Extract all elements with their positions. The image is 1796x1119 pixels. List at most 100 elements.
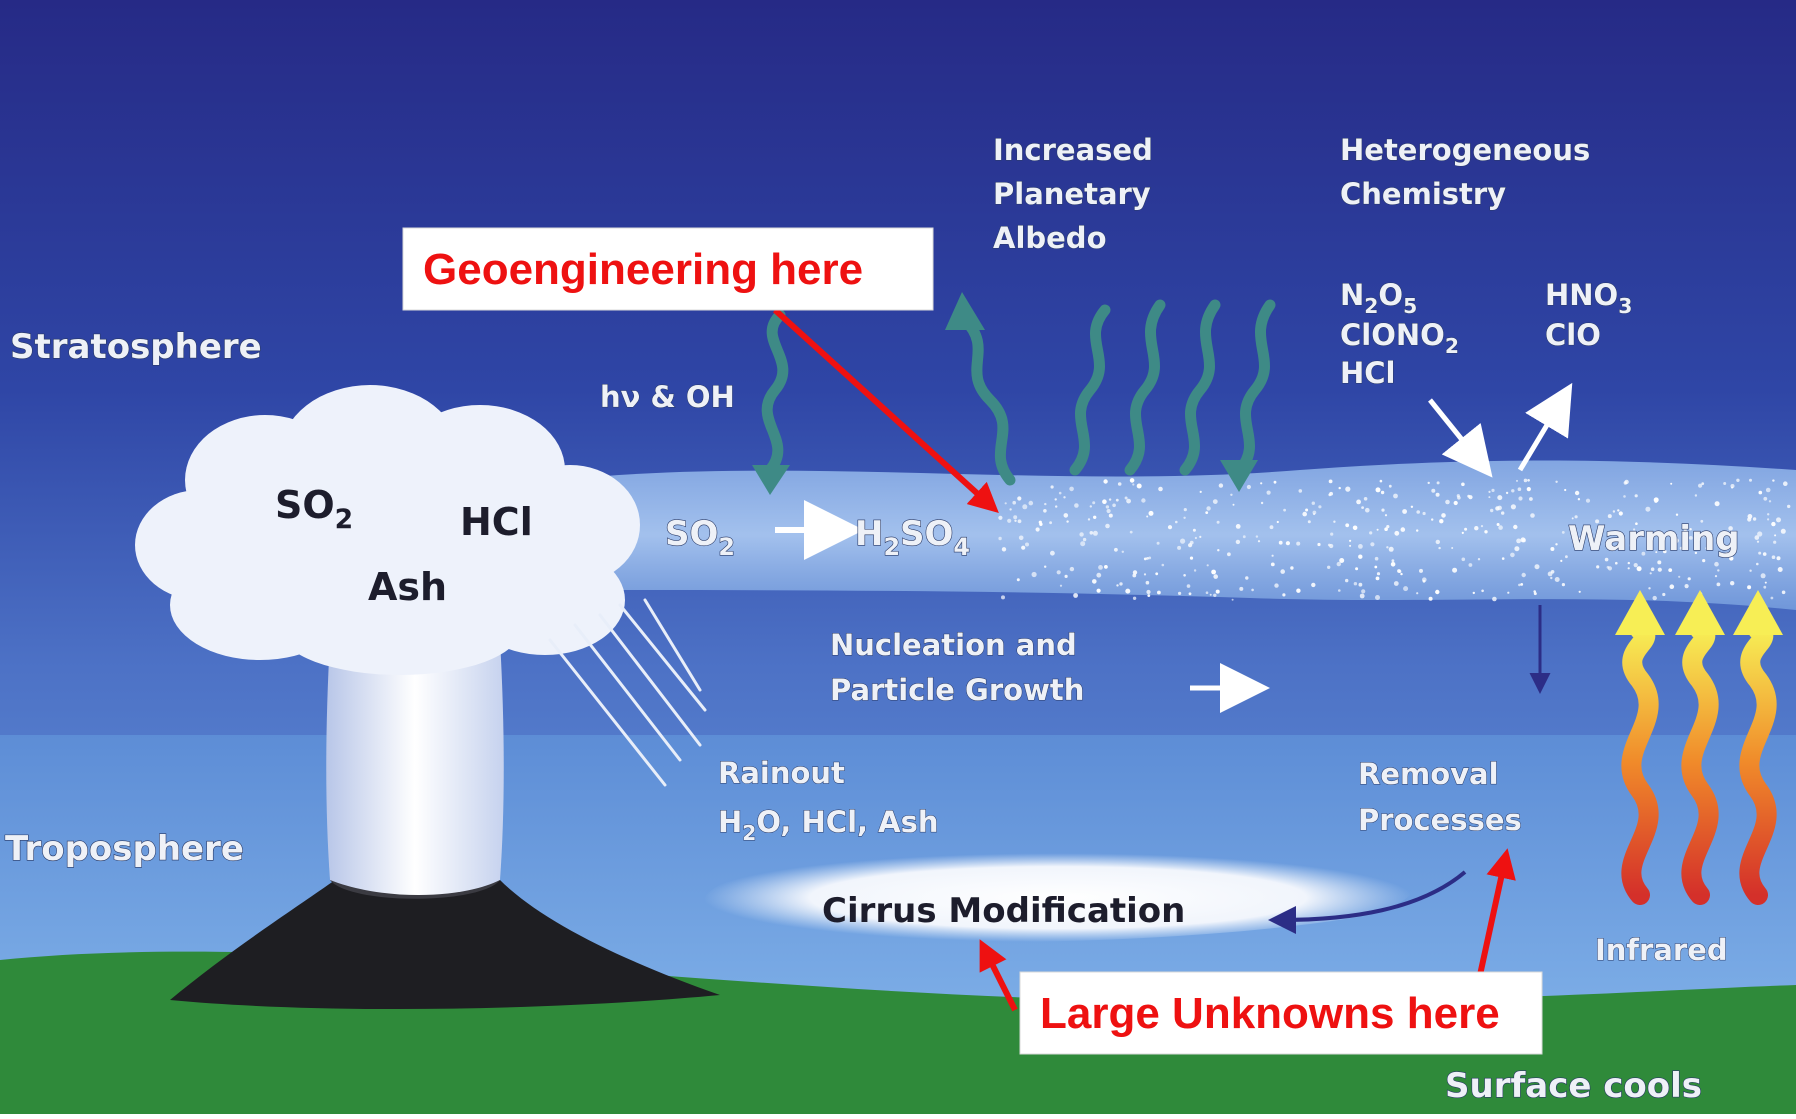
- aerosol-particle: [1670, 482, 1673, 485]
- aerosol-particle: [1683, 528, 1687, 532]
- aerosol-particle: [1511, 489, 1515, 493]
- aerosol-particle: [1311, 582, 1316, 588]
- aerosol-particle: [1353, 582, 1358, 586]
- aerosol-particle: [1516, 479, 1518, 482]
- aerosol-particle: [1105, 523, 1110, 529]
- aerosol-particle: [1701, 534, 1705, 538]
- aerosol-particle: [1312, 510, 1317, 515]
- aerosol-particle: [1754, 535, 1760, 540]
- aerosol-layer: [560, 460, 1796, 610]
- aerosol-particle: [1730, 484, 1735, 488]
- aerosol-particle: [1728, 526, 1733, 531]
- aerosol-particle: [1014, 519, 1017, 522]
- aerosol-particle: [1561, 531, 1565, 534]
- aerosol-particle: [1121, 550, 1125, 553]
- aerosol-particle: [1781, 590, 1786, 595]
- geoengineering-callout-text: Geoengineering here: [423, 245, 863, 294]
- aerosol-particle: [1662, 592, 1666, 597]
- aerosol-particle: [1441, 513, 1446, 518]
- geoengineering-arrow: [772, 307, 999, 514]
- aerosol-particle: [1474, 526, 1479, 531]
- aerosol-particle: [1627, 567, 1630, 570]
- aerosol-particle: [1521, 572, 1526, 578]
- removal-line2: Processes: [1358, 803, 1522, 837]
- aerosol-particle: [1518, 496, 1523, 501]
- aerosol-particle: [1022, 504, 1028, 510]
- aerosol-particle: [1612, 510, 1616, 513]
- aerosol-particle: [1636, 566, 1642, 572]
- aerosol-particle: [1143, 573, 1147, 576]
- aerosol-particle: [1349, 544, 1352, 547]
- aerosol-particle: [1146, 589, 1151, 595]
- aerosol-particle: [1361, 506, 1364, 509]
- aerosol-particle: [1146, 515, 1149, 518]
- n2o5-label: N2O5: [1340, 278, 1417, 318]
- aerosol-particle: [1776, 556, 1781, 561]
- aerosol-particle: [1257, 540, 1261, 543]
- aerosol-particle: [1736, 478, 1740, 482]
- aerosol-particle: [1701, 482, 1705, 485]
- aerosol-particles: [998, 478, 1791, 602]
- aerosol-particle: [1307, 520, 1311, 524]
- aerosol-particle: [1477, 558, 1481, 561]
- aerosol-particle: [1082, 537, 1087, 542]
- aerosol-particle: [1565, 555, 1568, 559]
- aerosol-particle: [1092, 501, 1096, 505]
- warming-label: Warming: [1568, 519, 1740, 559]
- aerosol-particle: [1749, 569, 1752, 572]
- aerosol-particle: [1049, 521, 1052, 525]
- geoengineering-callout: Geoengineering here: [402, 227, 934, 311]
- aerosol-particle: [1757, 531, 1763, 537]
- aerosol-particle: [1678, 575, 1681, 578]
- aerosol-particle: [1758, 551, 1762, 555]
- aerosol-particle: [1384, 527, 1388, 531]
- unknowns-callout: Large Unknowns here: [1019, 971, 1543, 1055]
- aerosol-particle: [1280, 569, 1285, 574]
- aerosol-particle: [1044, 565, 1047, 568]
- aerosol-particle: [1274, 583, 1279, 588]
- aerosol-particle: [1496, 523, 1500, 526]
- aerosol-particle: [1561, 583, 1565, 587]
- aerosol-particle: [1461, 557, 1466, 562]
- aerosol-particle: [1302, 511, 1307, 517]
- aerosol-particle: [1296, 588, 1301, 593]
- aerosol-particle: [1402, 509, 1407, 514]
- aerosol-particle: [1087, 518, 1091, 521]
- aerosol-particle: [1650, 567, 1655, 571]
- aerosol-particle: [1505, 491, 1509, 495]
- aerosol-particle: [1352, 525, 1358, 531]
- aerosol-particle: [1394, 530, 1400, 536]
- aerosol-particle: [1764, 581, 1767, 584]
- aerosol-particle: [1422, 511, 1426, 516]
- aerosol-particle: [1143, 557, 1147, 561]
- aerosol-particle: [1363, 497, 1368, 501]
- aerosol-particle: [1554, 577, 1560, 582]
- aerosol-particle: [1618, 511, 1623, 516]
- infrared-arrowheads: [1615, 590, 1783, 635]
- aerosol-particle: [1410, 505, 1414, 508]
- aerosol-particle: [1617, 509, 1620, 512]
- aerosol-particle: [1645, 506, 1651, 512]
- aerosol-particle: [1497, 495, 1503, 501]
- aerosol-particle: [1492, 596, 1497, 602]
- cloud-hcl-label: HCl: [460, 500, 533, 544]
- aerosol-particle: [1607, 514, 1612, 519]
- aerosol-particle: [1550, 547, 1555, 551]
- surface-cools-label: Surface cools: [1445, 1066, 1702, 1106]
- aerosol-particle: [1043, 509, 1047, 513]
- chem-in-arrow: [1428, 398, 1493, 478]
- aerosol-particle: [1747, 517, 1752, 522]
- aerosol-particle: [1516, 538, 1521, 544]
- aerosol-particle: [1435, 539, 1441, 545]
- aerosol-particle: [1770, 596, 1774, 600]
- aerosol-particle: [1560, 559, 1563, 563]
- aerosol-particle: [1624, 479, 1629, 485]
- aerosol-particle: [1767, 513, 1770, 516]
- cloud-so2-label: SO2: [275, 483, 353, 535]
- aerosol-particle: [1031, 571, 1037, 578]
- aerosol-particle: [1242, 535, 1246, 539]
- aerosol-particle: [1147, 594, 1151, 597]
- aerosol-particle: [1375, 576, 1380, 581]
- aerosol-particle: [1772, 479, 1775, 482]
- aerosol-particle: [1125, 588, 1131, 594]
